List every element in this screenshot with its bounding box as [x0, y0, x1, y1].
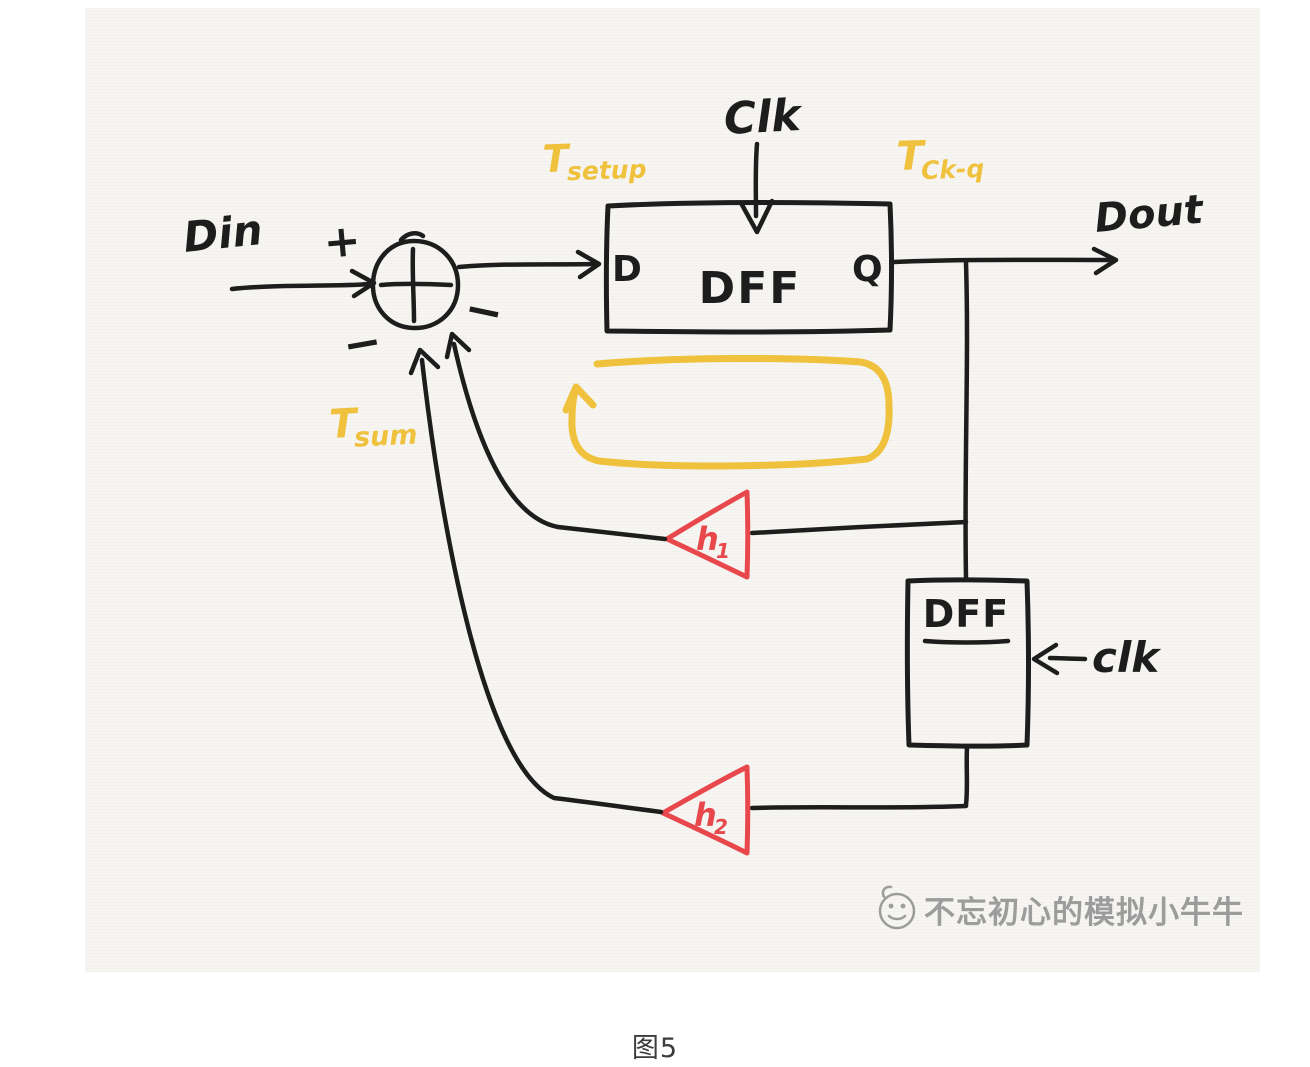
h1-feedback-branch: h 1 — [444, 331, 969, 580]
watermark-logo-icon — [878, 885, 916, 930]
h2-return-curve — [419, 357, 664, 815]
summer-pen-tail — [398, 230, 426, 243]
output-branch: Dout — [891, 187, 1207, 580]
h2-label-base: h — [694, 796, 717, 834]
dff1-name-label: DFF — [699, 263, 802, 314]
watermark: 不忘初心的模拟小牛牛 — [878, 885, 1244, 931]
tsetup-sub: setup — [566, 154, 646, 186]
h2-tap-line — [749, 803, 969, 811]
clk-side-label: clk — [1092, 633, 1162, 682]
minus-sign-right: − — [460, 280, 509, 341]
input-branch: Din — [181, 205, 377, 299]
h1-label-sub: 1 — [716, 539, 730, 563]
dff2-block: DFF clk — [904, 577, 1162, 749]
feedback-vertical-line — [963, 260, 970, 580]
tckq-base: T — [896, 133, 928, 180]
tsum-base: T — [328, 400, 360, 448]
summer-circle — [370, 238, 461, 331]
dout-label: Dout — [1093, 187, 1207, 242]
tsetup-base: T — [542, 136, 573, 181]
input-arrowhead-icon — [349, 268, 377, 299]
summer-to-dff-link — [456, 249, 602, 280]
plus-sign: + — [322, 215, 363, 269]
paper-canvas: Din + − − D D — [85, 8, 1260, 972]
summer-out-arrowhead-icon — [575, 249, 602, 280]
clk-top-branch: Clk — [723, 90, 805, 235]
clk-side-line — [1047, 655, 1088, 662]
critical-path-loop — [562, 354, 893, 470]
tsetup-annotation: T setup — [542, 136, 647, 186]
summing-junction: + − − — [322, 215, 509, 373]
loop-arrowhead-icon — [562, 383, 597, 414]
tsum-sub: sum — [353, 419, 418, 453]
loop-outline — [568, 354, 893, 470]
summer-cross-horizontal — [378, 281, 454, 288]
tckq-annotation: T Ck-q — [896, 133, 985, 185]
circuit-diagram: Din + − − D D — [181, 90, 1244, 931]
dff2-underline — [922, 638, 1011, 645]
tsum-annotation: T sum — [328, 400, 418, 453]
input-line — [229, 281, 373, 292]
tckq-sub: Ck-q — [921, 154, 985, 185]
summer-out-line — [456, 261, 597, 270]
dff2-name-label: DFF — [923, 592, 1009, 636]
h1-tap-line — [749, 519, 969, 536]
dff2-down-line — [963, 744, 970, 808]
h2-return-arrowhead-icon — [408, 347, 441, 376]
h1-return-arrowhead-icon — [444, 331, 472, 360]
output-arrowhead-icon — [1091, 246, 1119, 276]
watermark-text: 不忘初心的模拟小牛牛 — [924, 895, 1244, 931]
dff1-d-label: D — [612, 249, 642, 290]
h1-amplifier — [664, 489, 751, 580]
dff1-q-label: Q — [852, 249, 883, 290]
timing-annotations: T setup T Ck-q T sum — [328, 133, 985, 470]
h1-label-base: h — [696, 520, 719, 558]
dff1-block: D DFF Q — [603, 199, 894, 335]
h2-label-sub: 2 — [714, 815, 728, 839]
output-line — [891, 257, 1113, 265]
din-label: Din — [181, 205, 265, 262]
figure-caption: 图5 — [631, 1033, 679, 1064]
h1-return-curve — [451, 341, 668, 542]
dff1-box — [603, 199, 894, 335]
clk-top-label: Clk — [723, 90, 805, 145]
minus-sign-bottom: − — [339, 313, 386, 373]
clk-top-wedge-icon — [738, 198, 775, 235]
clk-top-line — [753, 141, 760, 219]
h2-feedback-branch: h 2 — [408, 347, 970, 856]
dff2-box — [904, 577, 1031, 749]
clk-side-arrowhead-icon — [1031, 642, 1060, 676]
h2-amplifier — [660, 764, 751, 856]
